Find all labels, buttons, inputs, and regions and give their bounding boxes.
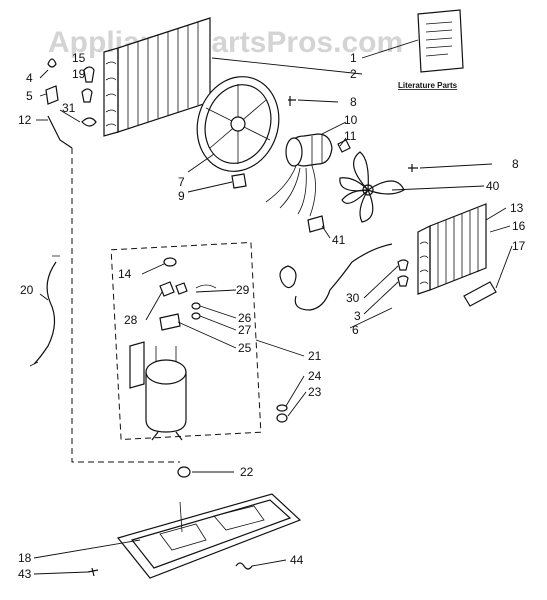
compressor-box (110, 241, 262, 441)
callout-28: 28 (124, 313, 138, 327)
bracket-41 (307, 215, 325, 233)
callout-17: 17 (512, 239, 526, 253)
callout-44: 44 (290, 553, 304, 567)
callout-41: 41 (332, 233, 346, 247)
callout-27: 27 (238, 323, 252, 337)
grommet-23 (276, 413, 288, 423)
callout-20: 20 (20, 283, 34, 297)
small-fittings (45, 58, 97, 149)
capillary-tube (294, 243, 393, 311)
callout-9: 9 (178, 189, 185, 203)
callout-14: 14 (118, 267, 132, 281)
callout-40: 40 (486, 179, 500, 193)
screw-8b (408, 164, 418, 172)
callout-3: 3 (354, 309, 361, 323)
screw-8a (288, 96, 296, 106)
callout-12: 12 (18, 113, 32, 127)
blower-wheel (196, 76, 280, 172)
condenser-coil (417, 203, 487, 295)
fan-blade (339, 151, 405, 223)
clip-9 (231, 173, 247, 189)
callout-8b: 8 (512, 157, 519, 171)
callout-24: 24 (308, 369, 322, 383)
base-pan (116, 493, 302, 579)
coil-loop (279, 265, 297, 289)
fan-motor (265, 133, 333, 217)
clip-44 (235, 562, 253, 570)
callout-13: 13 (510, 201, 524, 215)
literature-parts-caption: Literature Parts (398, 81, 458, 90)
callout-16: 16 (512, 219, 526, 233)
callout-15: 15 (72, 51, 86, 65)
callout-11: 11 (344, 129, 357, 143)
callout-29: 29 (236, 283, 250, 297)
callout-31: 31 (62, 101, 76, 115)
callout-10: 10 (344, 113, 358, 127)
washer-24 (276, 404, 288, 412)
callout-2: 2 (350, 67, 357, 81)
callout-18: 18 (18, 551, 32, 565)
wire-harness (33, 261, 57, 365)
part-17 (463, 281, 497, 307)
callout-19: 19 (72, 67, 86, 81)
callout-25: 25 (238, 341, 252, 355)
overload-25 (159, 313, 181, 331)
callout-numbers: 1 2 3 4 5 6 7 8 8 9 10 11 12 13 14 15 16… (18, 51, 526, 581)
washer-26 (191, 302, 201, 310)
callout-26: 26 (238, 311, 252, 325)
callout-22: 22 (240, 465, 254, 479)
terminal-28 (159, 281, 175, 297)
fitting-30 (397, 259, 409, 271)
callout-4: 4 (26, 71, 33, 85)
callout-43: 43 (18, 567, 32, 581)
compressor (129, 341, 187, 441)
callout-5: 5 (26, 89, 33, 103)
dashed-path (71, 148, 180, 463)
screw-43 (87, 567, 99, 577)
callout-8a: 8 (350, 95, 357, 109)
grommet-14 (163, 257, 177, 267)
fitting-3 (397, 275, 409, 287)
callout-7: 7 (178, 175, 185, 189)
grommet-22 (177, 466, 191, 478)
callout-21: 21 (308, 349, 322, 363)
callout-1: 1 (350, 51, 357, 65)
callout-6: 6 (352, 323, 359, 337)
watermark: AppliancePartsPros.com (48, 26, 403, 59)
leader-lines (33, 39, 513, 575)
callout-30: 30 (346, 291, 360, 305)
callout-23: 23 (308, 385, 322, 399)
washer-27 (191, 312, 201, 320)
literature-parts: Literature Parts (398, 9, 464, 90)
